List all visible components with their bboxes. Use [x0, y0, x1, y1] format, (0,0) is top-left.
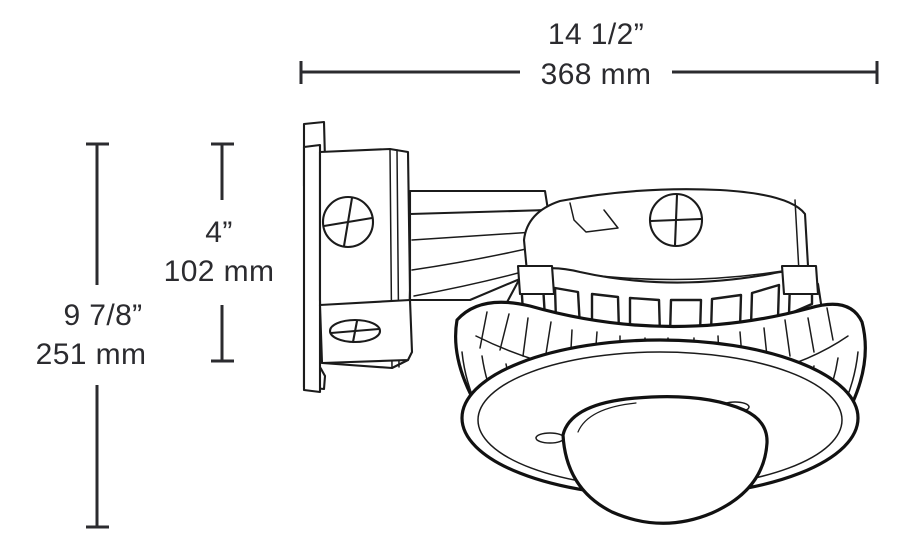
support-arm-crease-1	[411, 231, 535, 241]
bracket-pivot-screw	[321, 195, 375, 249]
height-bracket-imperial: 4”	[205, 216, 232, 249]
luminaire-head	[454, 188, 867, 525]
dome-lens	[561, 395, 769, 525]
heat-sink-fin-edge	[807, 307, 834, 353]
head-upper-fin-ring	[503, 264, 824, 337]
dome-lens-highlight	[577, 402, 637, 433]
width-dimension-imperial: 14 1/2”	[548, 18, 644, 51]
height-total-dimension-group	[86, 142, 109, 529]
dimension-labels: 14 1/2” 368 mm 9 7/8” 251 mm 4” 102 mm	[36, 18, 652, 371]
bracket-lower-screw-slot-v	[351, 319, 359, 344]
head-cap-notch	[569, 202, 619, 233]
height-bracket-metric: 102 mm	[164, 255, 275, 288]
head-cap-screw-slot-v	[673, 193, 679, 247]
head-cap-right-edge	[794, 199, 800, 273]
height-total-metric: 251 mm	[36, 338, 147, 371]
wall-mount-bracket	[302, 120, 414, 394]
head-cap-screw	[648, 192, 704, 248]
bracket-pivot-screw-slot-v	[342, 196, 354, 248]
bracket-lower-screw	[328, 318, 382, 344]
width-dimension-group	[299, 61, 879, 84]
wall-mount-plate	[302, 143, 322, 394]
height-bracket-dimension-group	[211, 142, 234, 363]
width-dimension-metric: 368 mm	[541, 58, 652, 91]
head-lug-left	[516, 264, 556, 296]
dome-lens-shell	[561, 395, 769, 525]
head-lug-right	[780, 264, 820, 296]
height-total-imperial: 9 7/8”	[63, 299, 142, 332]
heat-sink-fin-edge	[479, 311, 510, 351]
